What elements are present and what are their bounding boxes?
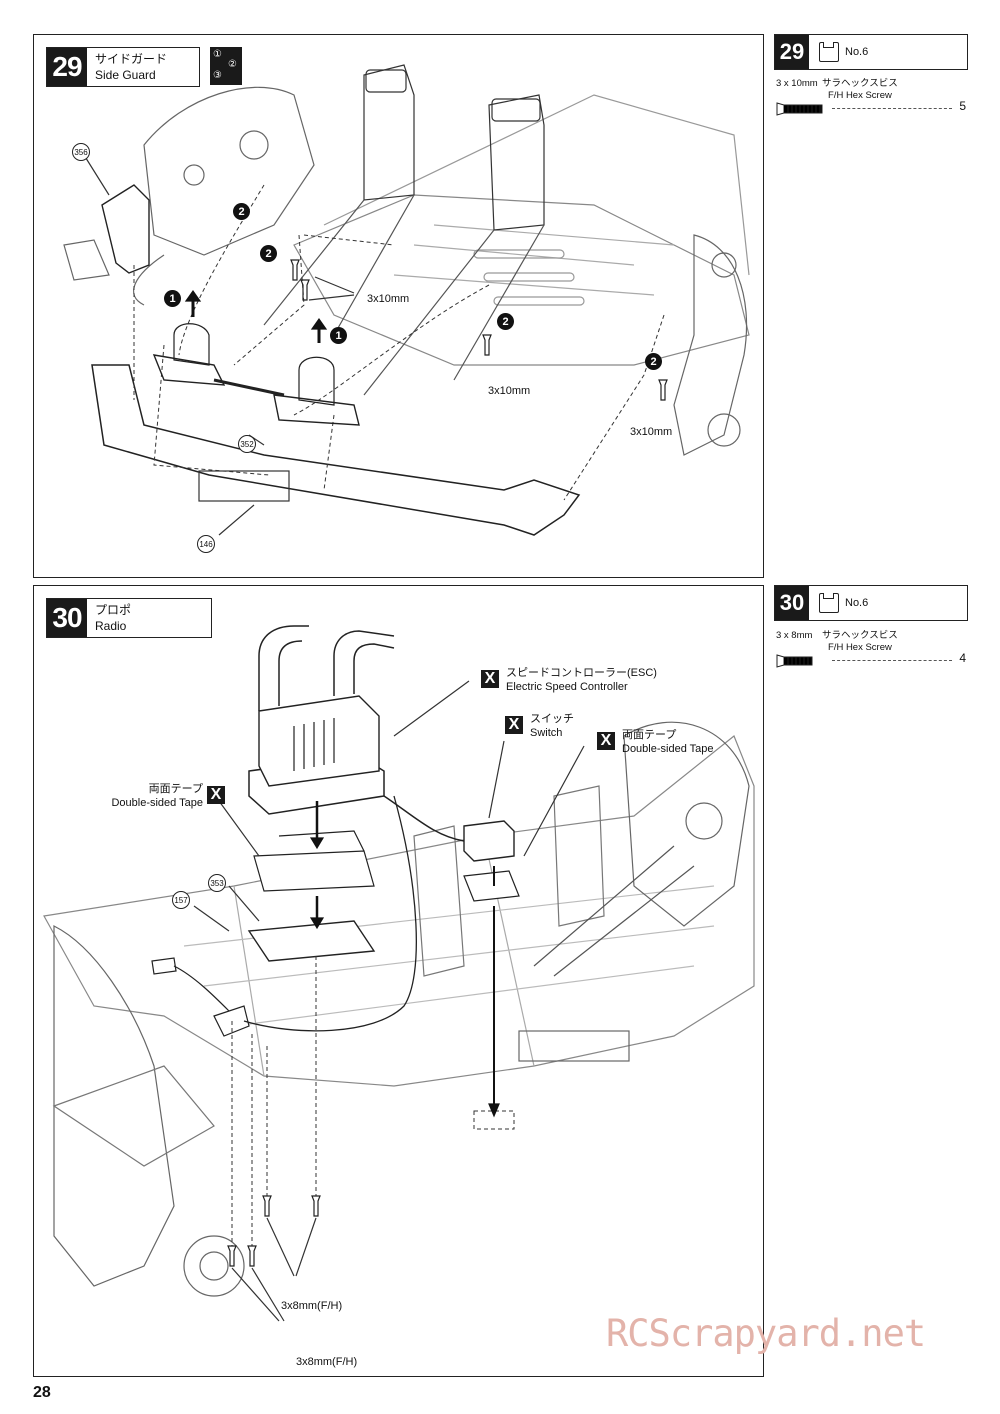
part-quantity: 5 <box>959 99 966 113</box>
esc-callout: スピードコントローラー(ESC) Electric Speed Controll… <box>506 666 657 694</box>
esc-label-en: Electric Speed Controller <box>506 681 628 693</box>
flat-head-screw-icon <box>776 654 813 668</box>
step-number: 30 <box>47 599 87 637</box>
step-30-parts-box: 30 No.6 <box>774 585 968 621</box>
quantity-leader <box>832 660 952 661</box>
switch-label-en: Switch <box>530 727 563 739</box>
radio-diagram <box>43 625 755 1322</box>
tape-right-label-jp: 両面テープ <box>622 729 677 741</box>
step-30-panel: 30 プロポ Radio X スピードコントローラー(ESC) Electric… <box>33 585 764 1377</box>
parts-box-step-number: 29 <box>775 35 809 69</box>
flat-head-screw-icon <box>776 102 823 116</box>
watermark: RCScrapyard.net <box>606 1312 926 1355</box>
parts-list-item: 3 x 8mm サラヘックスビス F/H Hex Screw 4 <box>776 630 966 670</box>
sequence-mark-1: 1 <box>330 327 347 344</box>
parts-box-header: 30 No.6 <box>775 586 868 620</box>
screw-label: 3x10mm <box>367 293 410 305</box>
parts-bag-icon <box>819 42 839 62</box>
screw-label: 3x10mm <box>630 426 673 438</box>
parts-list-item: 3 x 10mm サラヘックスビス F/H Hex Screw 5 <box>776 78 966 118</box>
step-title: サイドガード Side Guard <box>87 48 199 86</box>
part-name-jp: サラヘックスビス <box>822 78 898 89</box>
part-size: 3 x 10mm <box>776 78 818 89</box>
part-name-en: F/H Hex Screw <box>828 90 892 101</box>
part-size: 3 x 8mm <box>776 630 813 641</box>
screw-label: 3x8mm(F/H) <box>281 1300 343 1312</box>
x-mark-icon: X <box>207 786 225 804</box>
order-badge-1: ① <box>213 49 222 60</box>
step-number: 29 <box>47 48 87 86</box>
part-number-353: 353 <box>208 874 226 892</box>
parts-bag-icon <box>819 593 839 613</box>
step-title-jp: プロポ <box>95 603 132 617</box>
esc-label-jp: スピードコントローラー(ESC) <box>506 667 657 679</box>
step-title: プロポ Radio <box>87 599 211 637</box>
part-number-356: 356 <box>72 143 90 161</box>
sequence-mark-2: 2 <box>233 203 250 220</box>
parts-bag-number: No.6 <box>845 597 869 609</box>
tape-right-label-en: Double-sided Tape <box>622 743 714 755</box>
tape-left-callout: 両面テープ Double-sided Tape <box>101 782 203 810</box>
step-29-parts-box: 29 No.6 <box>774 34 968 70</box>
side-guard-diagram <box>63 64 750 536</box>
step-title-en: Side Guard <box>95 68 156 82</box>
switch-label-jp: スイッチ <box>530 713 574 725</box>
x-mark-icon: X <box>505 716 523 734</box>
screw-label: 3x10mm <box>488 385 531 397</box>
sequence-mark-1: 1 <box>164 290 181 307</box>
parts-bag-number: No.6 <box>845 46 869 58</box>
order-badge-3: ③ <box>213 70 222 81</box>
order-badge-2: ② <box>228 59 237 70</box>
part-number-146: 146 <box>197 535 215 553</box>
parts-box-step-number: 30 <box>775 586 809 620</box>
page-number: 28 <box>33 1384 51 1401</box>
x-mark-icon: X <box>481 670 499 688</box>
sequence-mark-2: 2 <box>497 313 514 330</box>
tape-right-callout: 両面テープ Double-sided Tape <box>622 728 714 756</box>
step-29-panel: 29 サイドガード Side Guard ① ② ③ 2 2 1 1 2 2 3… <box>33 34 764 578</box>
part-number-352: 352 <box>238 435 256 453</box>
step-title-en: Radio <box>95 619 127 633</box>
part-name-jp: サラヘックスビス <box>822 630 898 641</box>
part-quantity: 4 <box>959 651 966 665</box>
sequence-mark-2: 2 <box>260 245 277 262</box>
screw-label: 3x8mm(F/H) <box>296 1356 358 1368</box>
switch-callout: スイッチ Switch <box>530 712 574 740</box>
tape-left-label-jp: 両面テープ <box>148 783 203 795</box>
sequence-mark-2: 2 <box>645 353 662 370</box>
step-30-header: 30 プロポ Radio <box>46 598 212 638</box>
part-name-en: F/H Hex Screw <box>828 642 892 653</box>
part-number-157: 157 <box>172 891 190 909</box>
step-29-header: 29 サイドガード Side Guard <box>46 47 200 87</box>
x-mark-icon: X <box>597 732 615 750</box>
tape-left-label-en: Double-sided Tape <box>111 797 203 809</box>
step-title-jp: サイドガード <box>95 52 168 66</box>
quantity-leader <box>832 108 952 109</box>
assembly-order-icon: ① ② ③ <box>210 47 242 85</box>
parts-box-header: 29 No.6 <box>775 35 868 69</box>
